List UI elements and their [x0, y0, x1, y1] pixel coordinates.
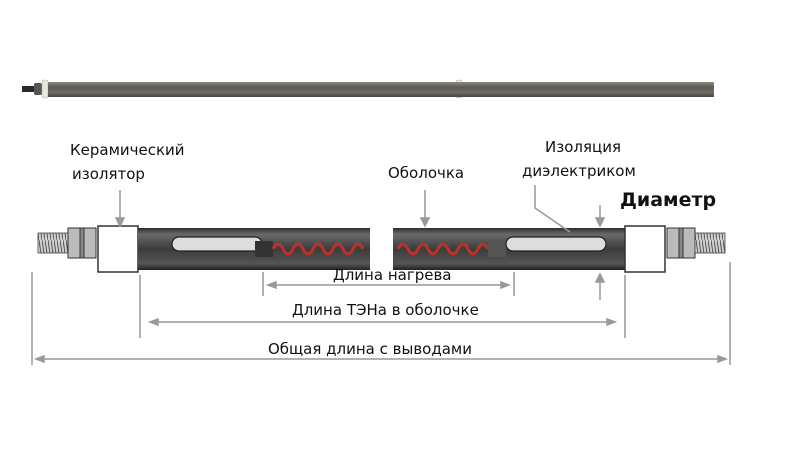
sheath-right	[393, 228, 625, 270]
total-length-label: Общая длина с выводами	[268, 340, 472, 358]
heater-photo-full	[49, 82, 714, 97]
diameter-label: Диаметр	[620, 189, 717, 211]
left-ceramic-insulator	[97, 225, 139, 273]
sheath-length-label: Длина ТЭНа в оболочке	[292, 301, 479, 319]
heating-length-label: Длина нагрева	[333, 266, 452, 284]
right-ceramic-insulator	[624, 225, 666, 273]
ceramic-insulator-label-line1: Керамический	[70, 141, 185, 159]
sheath-label: Оболочка	[388, 164, 465, 182]
ceramic-insulator-label-line2: изолятор	[72, 165, 145, 183]
sheath-left	[138, 228, 370, 270]
dielectric-label-line1: Изоляция	[545, 138, 621, 156]
right-terminal	[666, 227, 726, 259]
dimension-lines	[31, 262, 731, 365]
dielectric-label-line2: диэлектриком	[522, 162, 636, 180]
pointer-arrows	[114, 185, 606, 300]
left-terminal	[37, 227, 97, 259]
